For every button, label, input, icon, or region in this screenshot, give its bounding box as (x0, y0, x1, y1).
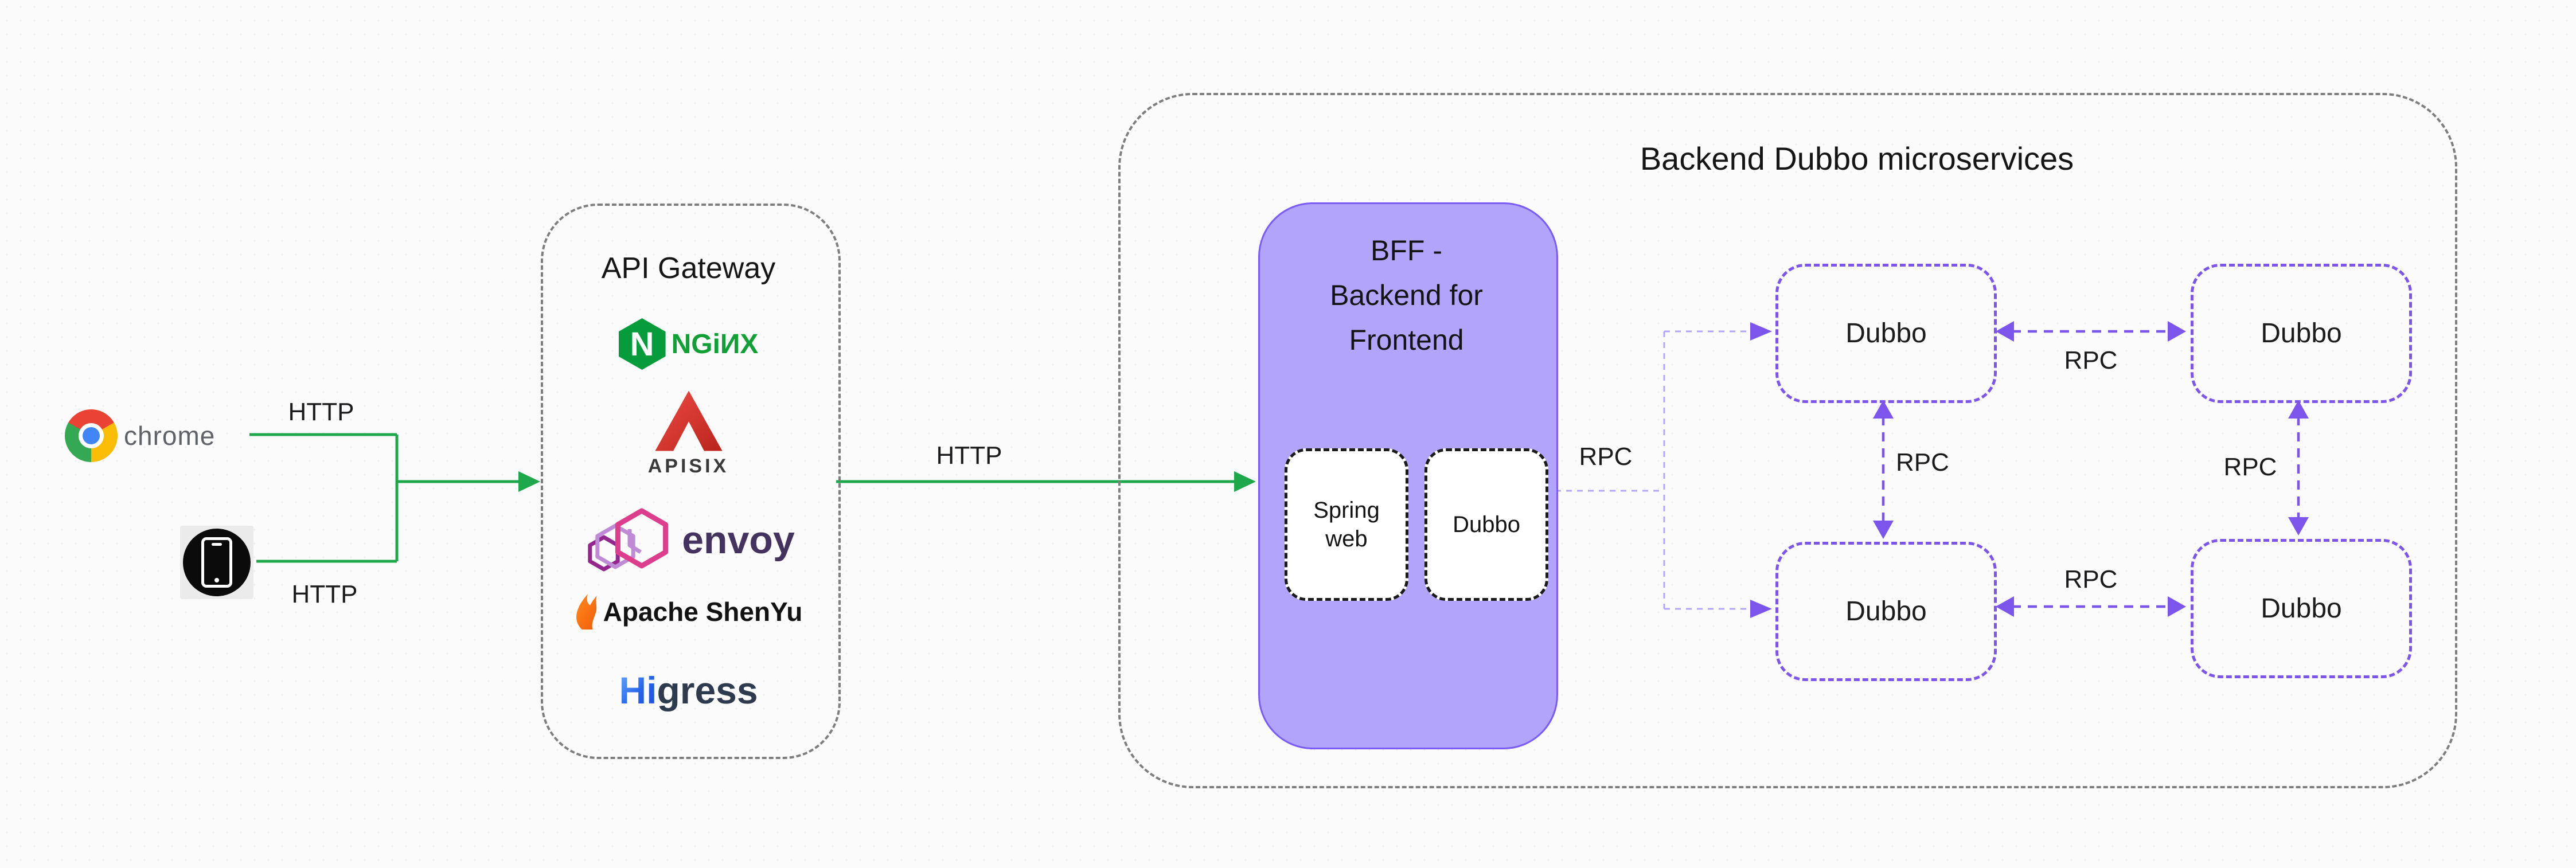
dubbo-node-label: Dubbo (1845, 318, 1927, 349)
bff-spring-web-label: Spring web (1313, 498, 1380, 552)
shenyu-logo: Apache ShenYu (541, 593, 836, 631)
shenyu-wordmark: Apache ShenYu (603, 597, 803, 627)
higress-wordmark-hi: Hi (619, 669, 657, 711)
apisix-logo (541, 389, 836, 453)
chrome-label: chrome (124, 421, 216, 451)
apisix-wordmark: APISIX (647, 455, 729, 477)
dubbo-node-label: Dubbo (1845, 596, 1927, 627)
api-gateway-box (541, 204, 841, 759)
bff-title: BFF - Backend for Frontend (1330, 234, 1483, 356)
nginx-hexagon-icon: N (618, 318, 666, 370)
mobile-icon-circle (183, 529, 251, 596)
rpc-label-left-pair: RPC (1896, 448, 1949, 476)
bff-spring-web-box: Spring web (1285, 448, 1408, 601)
rpc-label-top-pair: RPC (2064, 346, 2118, 374)
dubbo-node-label: Dubbo (2261, 318, 2342, 349)
dubbo-node-bottom-left: Dubbo (1775, 542, 1997, 681)
api-gateway-title: API Gateway (601, 252, 776, 285)
rpc-label-bff: RPC (1579, 443, 1633, 471)
nginx-wordmark: NGiИX (671, 329, 759, 359)
phone-glyph (201, 537, 232, 588)
http-label-mid: HTTP (936, 441, 1002, 470)
bff-dubbo-box: Dubbo (1424, 448, 1548, 601)
arrowhead-into-gateway (518, 471, 540, 492)
rpc-label-bottom-pair: RPC (2064, 565, 2118, 593)
phone-speaker (212, 543, 222, 546)
envoy-logo: envoy (541, 500, 836, 580)
dubbo-node-top-right: Dubbo (2191, 264, 2412, 403)
chrome-icon-core (83, 427, 100, 444)
mobile-device-icon (180, 526, 253, 599)
phone-home-button (214, 578, 219, 582)
nginx-hexagon-letter: N (630, 325, 654, 363)
nginx-logo: N NGiИX (541, 316, 836, 372)
dubbo-node-label: Dubbo (2261, 593, 2342, 624)
envoy-hexagons-icon (588, 508, 669, 572)
rpc-label-right-pair: RPC (2223, 453, 2277, 481)
shenyu-flame-icon (576, 594, 597, 630)
higress-wordmark-gress: gress (657, 669, 758, 711)
dubbo-node-bottom-right: Dubbo (2191, 539, 2412, 678)
chrome-icon (65, 409, 118, 462)
dubbo-node-top-left: Dubbo (1775, 264, 1997, 403)
backend-microservices-box (1118, 93, 2457, 788)
http-label-chrome: HTTP (288, 398, 354, 426)
http-label-mobile: HTTP (291, 580, 358, 608)
apisix-triangle-icon (654, 390, 723, 451)
backend-microservices-title: Backend Dubbo microservices (1640, 140, 2074, 177)
bff-dubbo-label: Dubbo (1453, 512, 1520, 537)
envoy-wordmark: envoy (682, 518, 795, 562)
